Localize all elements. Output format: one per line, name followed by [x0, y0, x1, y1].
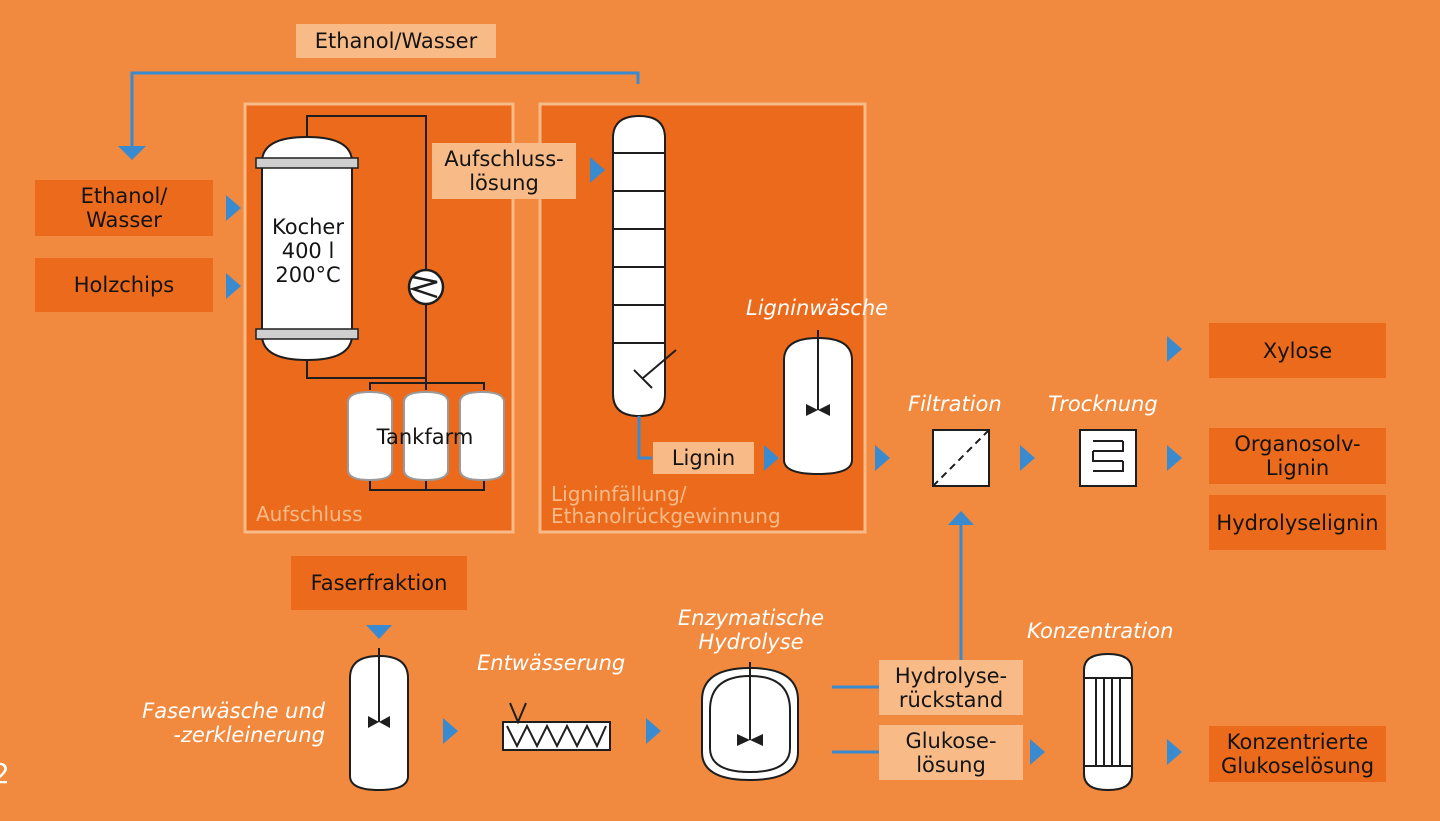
trocknung-label: Trocknung	[1048, 392, 1158, 416]
evaporator-unit	[1083, 652, 1133, 792]
ethanol-wasser-input-box: Ethanol/Wasser	[35, 180, 213, 236]
glukoseloesung-label: Glukose-lösung	[879, 725, 1023, 780]
ligninfaellung-caption: Ligninfällung/ Ethanolrückgewinnung	[551, 483, 781, 527]
hydrolyselignin-output-box: Hydrolyselignin	[1209, 495, 1386, 550]
tankfarm-tanks	[347, 390, 505, 482]
ligninfaellung-line2: Ethanolrückgewinnung	[551, 504, 781, 528]
aufschlussloesung-line2: lösung	[469, 171, 539, 195]
entwaesserung-label: Entwässerung	[477, 651, 626, 675]
hydrolyserueckstand-line2: rückstand	[898, 687, 1004, 712]
enzymatische-line1: Enzymatische	[677, 606, 825, 630]
screw-press	[502, 702, 611, 751]
arrow-to-trocknung	[1020, 445, 1035, 471]
recycle-arrow-head	[118, 146, 146, 160]
ligninwaesche-label: Ligninwäsche	[746, 296, 889, 320]
arrow-to-hydrolyse	[646, 718, 661, 744]
precipitation-column	[612, 114, 677, 418]
konz-glukose-line1: Konzentrierte	[1226, 730, 1369, 754]
arrow-to-konz-glukose	[1167, 739, 1182, 765]
glukoseloesung-line1: Glukose-	[905, 728, 997, 753]
flow-arrows	[226, 157, 1182, 765]
glukoseloesung-line2: lösung	[916, 752, 986, 777]
kocher-vessel	[255, 135, 359, 362]
konzentration-label: Konzentration	[1027, 619, 1174, 643]
faserwaesche-line1: Faserwäsche und	[142, 699, 325, 723]
faserwaesche-vessel	[349, 648, 409, 792]
column-to-lignin-line	[637, 416, 652, 460]
filtration-label: Filtration	[908, 392, 1002, 416]
faserfraktion-box: Faserfraktion	[291, 556, 467, 610]
xylose-output-box: Xylose	[1209, 323, 1386, 378]
kocher-line1: Kocher	[272, 215, 344, 239]
faserwaesche-label: Faserwäsche und -zerkleinerung	[120, 699, 325, 747]
heat-exchanger-icon	[407, 268, 445, 306]
hydrolyserueckstand-label: Hydrolyse-rückstand	[879, 660, 1023, 715]
filtration-unit	[932, 429, 990, 487]
arrow-ethanol-in	[226, 195, 241, 221]
aufschluss-caption: Aufschluss	[256, 502, 363, 526]
recycle-line	[130, 71, 640, 146]
kocher-label: Kocher 400 l 200°C	[262, 215, 354, 287]
ethanol-wasser-recycle-label: Ethanol/Wasser	[296, 24, 496, 58]
arrow-faserfraktion-down	[366, 625, 392, 639]
ethanol-wasser-line1: Ethanol/	[80, 184, 168, 208]
aufschlussloesung-line1: Aufschluss-	[444, 147, 564, 171]
faserwaesche-line2: -zerkleinerung	[173, 723, 325, 747]
enzymatische-line2: Hydrolyse	[698, 630, 804, 654]
arrow-aufschlussloesung	[590, 157, 605, 183]
flow-lines	[832, 525, 963, 754]
ligninwaesche-vessel	[783, 330, 853, 476]
holzchips-input-box: Holzchips	[35, 258, 213, 312]
arrow-holzchips-in	[226, 273, 241, 299]
arrow-to-xylose	[1167, 336, 1182, 362]
dryer-unit	[1079, 429, 1137, 487]
arrow-to-entwaesserung	[443, 718, 458, 744]
organosolv-line2: Lignin	[1265, 456, 1330, 480]
kocher-line2: 400 l	[281, 239, 335, 263]
arrow-to-organosolv	[1167, 445, 1182, 471]
arrow-hydrolyserueckstand-up	[948, 511, 974, 525]
ligninfaellung-line1: Ligninfällung/	[551, 482, 687, 506]
arrow-to-konzentration	[1030, 739, 1045, 765]
hydrolysis-reactor	[701, 662, 799, 782]
aufschlussloesung-label: Aufschluss-lösung	[432, 143, 576, 199]
konz-glukose-line2: Glukoselösung	[1220, 754, 1375, 778]
kocher-line3: 200°C	[275, 263, 341, 287]
organosolv-lignin-output-box: Organosolv-Lignin	[1209, 428, 1386, 484]
hydrolyserueckstand-line1: Hydrolyse-	[894, 663, 1008, 688]
enzymatische-hydrolyse-label: Enzymatische Hydrolyse	[665, 606, 837, 654]
arrow-lignin	[764, 445, 779, 471]
page-number: 2	[0, 757, 10, 790]
tankfarm-label: Tankfarm	[376, 425, 474, 449]
ethanol-wasser-line2: Wasser	[86, 208, 162, 232]
kocher-piping	[306, 115, 485, 491]
organosolv-line1: Organosolv-	[1234, 432, 1361, 456]
lignin-label: Lignin	[653, 442, 754, 474]
arrow-to-filtration	[875, 445, 890, 471]
